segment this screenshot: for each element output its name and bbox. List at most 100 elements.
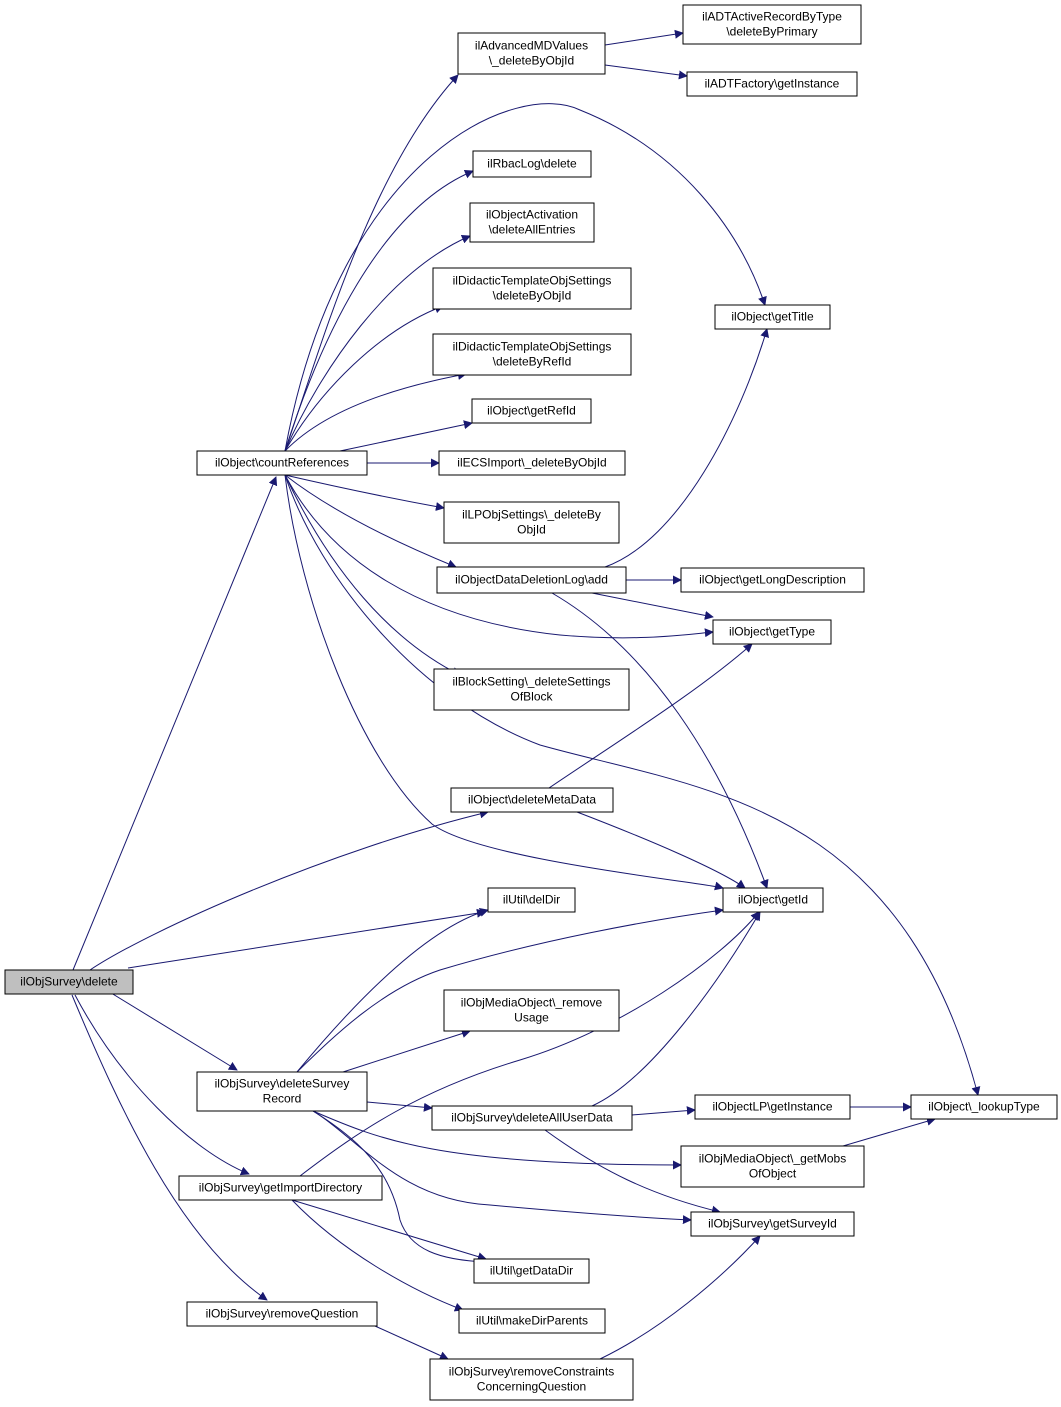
call-edge [74,994,250,1176]
node-box [431,1105,633,1131]
node-box [443,989,620,1032]
call-edge [296,907,489,1073]
node-label: OfBlock [510,690,553,704]
node-label: ilBlockSetting\_deleteSettings [452,675,610,689]
node-box [432,267,632,310]
call-edge [339,420,473,452]
node-label: ilObjSurvey\removeQuestion [206,1307,359,1321]
node-advMD[interactable]: ilAdvancedMDValues\_deleteByObjId [457,32,606,75]
node-didObjId[interactable]: ilDidacticTemplateObjSettings\deleteByOb… [432,267,632,310]
node-box [680,567,865,593]
call-edge [284,74,459,452]
node-getSurveyId[interactable]: ilObjSurvey\getSurveyId [690,1211,855,1237]
node-label: ilObjectDataDeletionLog\add [455,573,608,587]
node-label: ilObjSurvey\deleteAllUserData [451,1111,613,1125]
node-label: ilUtil\getDataDir [490,1264,573,1278]
node-label: ilObjSurvey\getSurveyId [708,1217,837,1231]
call-edge [299,911,760,1177]
node-box [186,1301,378,1327]
node-lookupType[interactable]: ilObject\_lookupType [910,1094,1058,1120]
node-didRefId[interactable]: ilDidacticTemplateObjSettings\deleteByRe… [432,333,632,376]
node-removeQuestion[interactable]: ilObjSurvey\removeQuestion [186,1301,378,1327]
node-label: ilDidacticTemplateObjSettings [453,340,612,354]
node-box [690,1211,855,1237]
node-deleteAllUserData[interactable]: ilObjSurvey\deleteAllUserData [431,1105,633,1131]
node-makeDirParents[interactable]: ilUtil\makeDirParents [458,1308,606,1334]
node-ecsImport[interactable]: ilECSImport\_deleteByObjId [438,450,626,476]
node-box [471,398,592,424]
call-edge [366,1101,433,1112]
call-edge [284,103,767,452]
call-edge [551,592,769,889]
node-getTitle[interactable]: ilObject\getTitle [714,304,831,330]
call-edge [374,1325,449,1360]
node-label: ilADTFactory\getInstance [705,77,840,91]
call-edge [548,643,753,789]
node-box [686,71,858,97]
node-objectLP[interactable]: ilObjectLP\getInstance [694,1094,851,1120]
node-box [472,150,592,178]
call-edge [291,1199,487,1261]
node-removeConstraints[interactable]: ilObjSurvey\removeConstraintsConcerningQ… [429,1358,634,1401]
node-box [438,450,626,476]
node-label: ilECSImport\_deleteByObjId [457,456,606,470]
node-label: ilAdvancedMDValues [475,39,588,53]
call-edge [291,1199,464,1312]
call-edge [284,474,461,676]
node-box [450,787,614,813]
call-edge [284,235,471,452]
node-label: ilObject\getRefId [487,404,576,418]
node-label: ilUtil\makeDirParents [476,1314,588,1328]
node-box [432,333,632,376]
node-box [178,1175,383,1201]
node-box [487,887,576,913]
node-countReferences[interactable]: ilObject\countReferences [196,450,368,476]
node-label: \deleteByRefId [493,355,572,369]
node-label: ilObject\getId [738,893,808,907]
call-edge [284,474,981,1096]
node-label: ilObject\countReferences [215,456,349,470]
node-adtActive[interactable]: ilADTActiveRecordByType\deleteByPrimary [682,4,862,45]
call-edge [342,1029,471,1073]
node-label: ilObjectActivation [486,208,578,222]
node-delDir[interactable]: ilUtil\delDir [487,887,576,913]
node-getImportDirectory[interactable]: ilObjSurvey\getImportDirectory [178,1175,383,1201]
node-label: OfObject [749,1167,797,1181]
call-edge [591,592,714,620]
node-getRefId[interactable]: ilObject\getRefId [471,398,592,424]
call-edge [71,994,268,1301]
node-box [436,566,627,594]
node-box [443,501,620,544]
call-edge [284,304,444,452]
node-rbacLog[interactable]: ilRbacLog\delete [472,150,592,178]
node-label: \_deleteByObjId [489,54,574,68]
node-lpObjSettings[interactable]: ilLPObjSettings\_deleteByObjId [443,501,620,544]
node-label: ilObjMediaObject\_getMobs [699,1152,846,1166]
node-box [712,619,832,645]
node-box [910,1094,1058,1120]
node-label: ilADTActiveRecordByType [702,10,842,24]
call-edge [312,1110,682,1170]
node-box [429,1358,634,1401]
call-edge [312,1110,487,1267]
node-getId[interactable]: ilObject\getId [722,887,824,913]
node-label: ilRbacLog\delete [487,157,577,171]
call-edge [576,811,746,889]
node-getType[interactable]: ilObject\getType [712,619,832,645]
node-box [469,202,595,243]
call-edge [312,1110,692,1225]
call-edge [296,906,724,1073]
node-getDataDir[interactable]: ilUtil\getDataDir [473,1258,590,1284]
node-objActivation[interactable]: ilObjectActivation\deleteAllEntries [469,202,595,243]
node-deletionLog[interactable]: ilObjectDataDeletionLog\add [436,566,627,594]
node-delete[interactable]: ilObjSurvey\delete [4,969,134,995]
node-adtFactory[interactable]: ilADTFactory\getInstance [686,71,858,97]
node-deleteMetaData[interactable]: ilObject\deleteMetaData [450,787,614,813]
node-getLongDesc[interactable]: ilObject\getLongDescription [680,567,865,593]
node-label: ilObjMediaObject\_remove [461,996,603,1010]
